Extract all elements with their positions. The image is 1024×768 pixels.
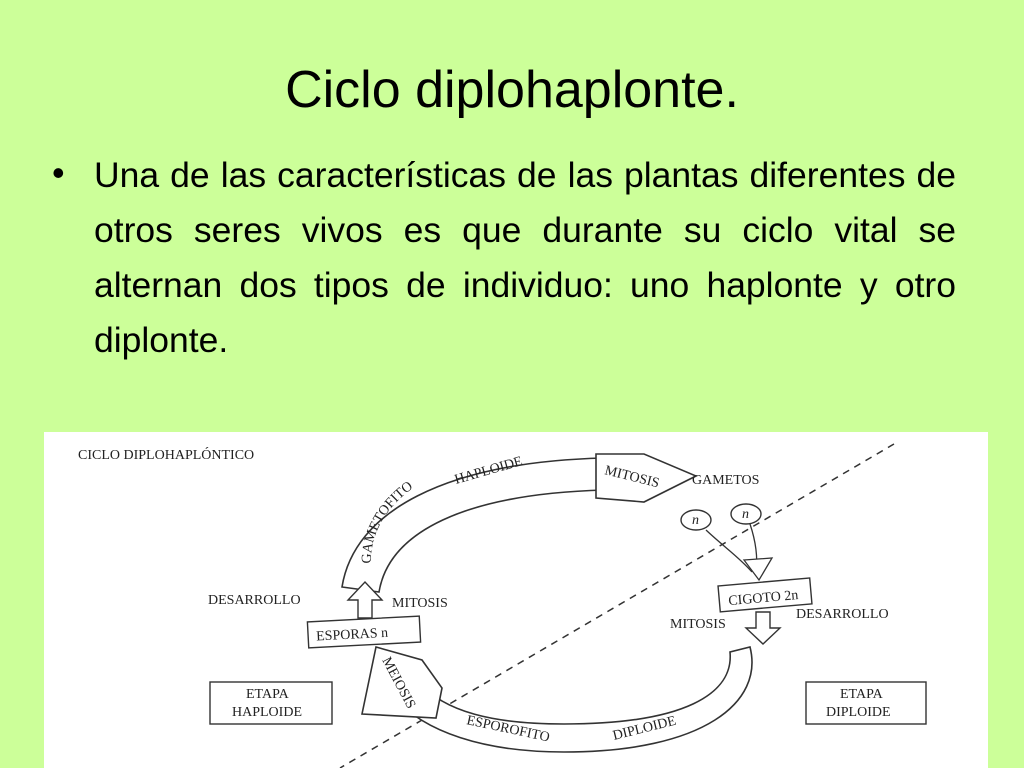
gamete-2 [730,503,762,525]
gamete-1-label: n [692,513,699,528]
diagram-svg: CICLO DIPLOHAPLÓNTICO GAMETOFITO HAPLOID… [78,443,927,768]
gamete-2-label: n [742,507,749,522]
cigoto-box [717,577,813,613]
life-cycle-diagram: CICLO DIPLOHAPLÓNTICO GAMETOFITO HAPLOID… [44,432,988,768]
up-arrow-left [346,580,384,619]
etapa-diploide-line2: DIPLOIDE [826,705,891,720]
down-arrow-right [744,611,782,645]
esporas-label: ESPORAS n [316,626,389,645]
bullet-list: • Una de las características de las plan… [52,148,956,368]
cigoto-label: CIGOTO 2n [728,588,799,609]
slide-title: Ciclo diplohaplonte. [285,61,739,119]
bullet-dot: • [52,152,65,193]
gametos-label: GAMETOS [692,473,759,488]
gamete-line-1 [705,529,753,573]
etapa-haploide-box [209,681,333,725]
meiosis-arrow-head [361,645,443,719]
diagram-heading: CICLO DIPLOHAPLÓNTICO [78,446,254,463]
mitosis-left-label: MITOSIS [392,596,448,611]
mitosis-arrow-head [595,453,698,503]
desarrollo-right-label: DESARROLLO [796,607,889,622]
desarrollo-left-label: DESARROLLO [208,593,301,608]
bullet-text: Una de las características de las planta… [94,155,956,360]
esporas-box [306,615,422,649]
etapa-haploide-line2: HAPLOIDE [232,705,302,720]
etapa-diploide-line1: ETAPA [840,687,884,702]
sporophyte-arc [392,646,753,753]
etapa-haploide-line1: ETAPA [246,687,290,702]
gamete-1 [680,509,712,531]
mitosis-right-label: MITOSIS [670,617,726,632]
gamete-arrow [742,557,774,582]
etapa-diploide-box [805,681,927,725]
